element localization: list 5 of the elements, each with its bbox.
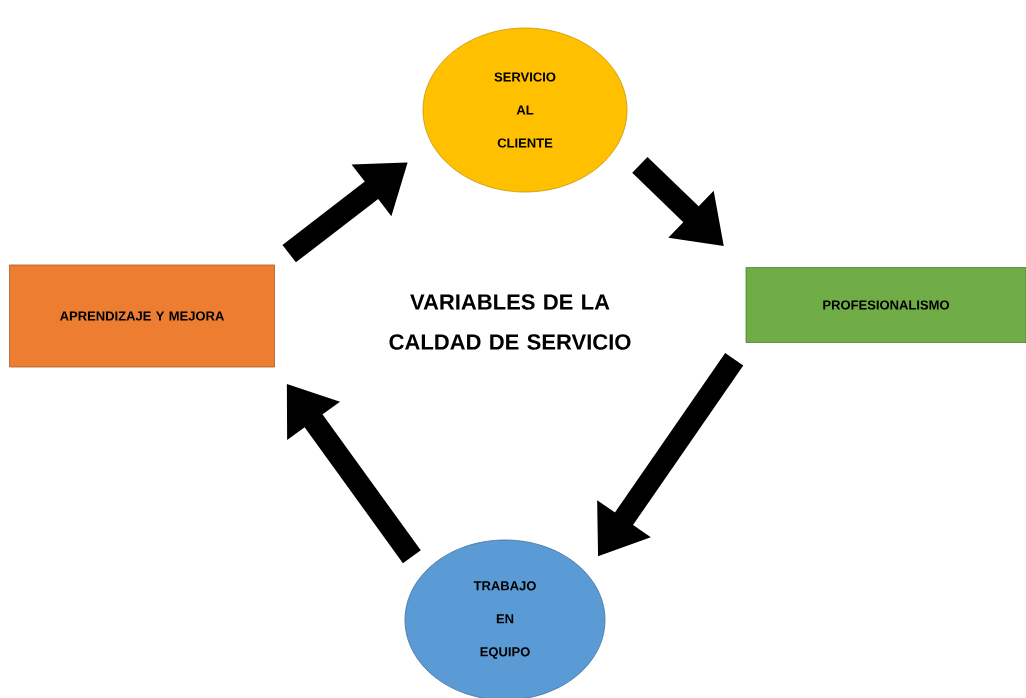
process-box: PROFESIONALISMO <box>745 267 1026 343</box>
circle-node: TRABAJO EN EQUIPO <box>404 539 606 698</box>
circle-node: SERVICIO AL CLIENTE <box>422 27 628 193</box>
title: VARIABLES DE LA CALDAD DE SERVICIO <box>389 294 631 350</box>
process-box: APRENDIZAJE Y MEJORA <box>9 264 275 368</box>
